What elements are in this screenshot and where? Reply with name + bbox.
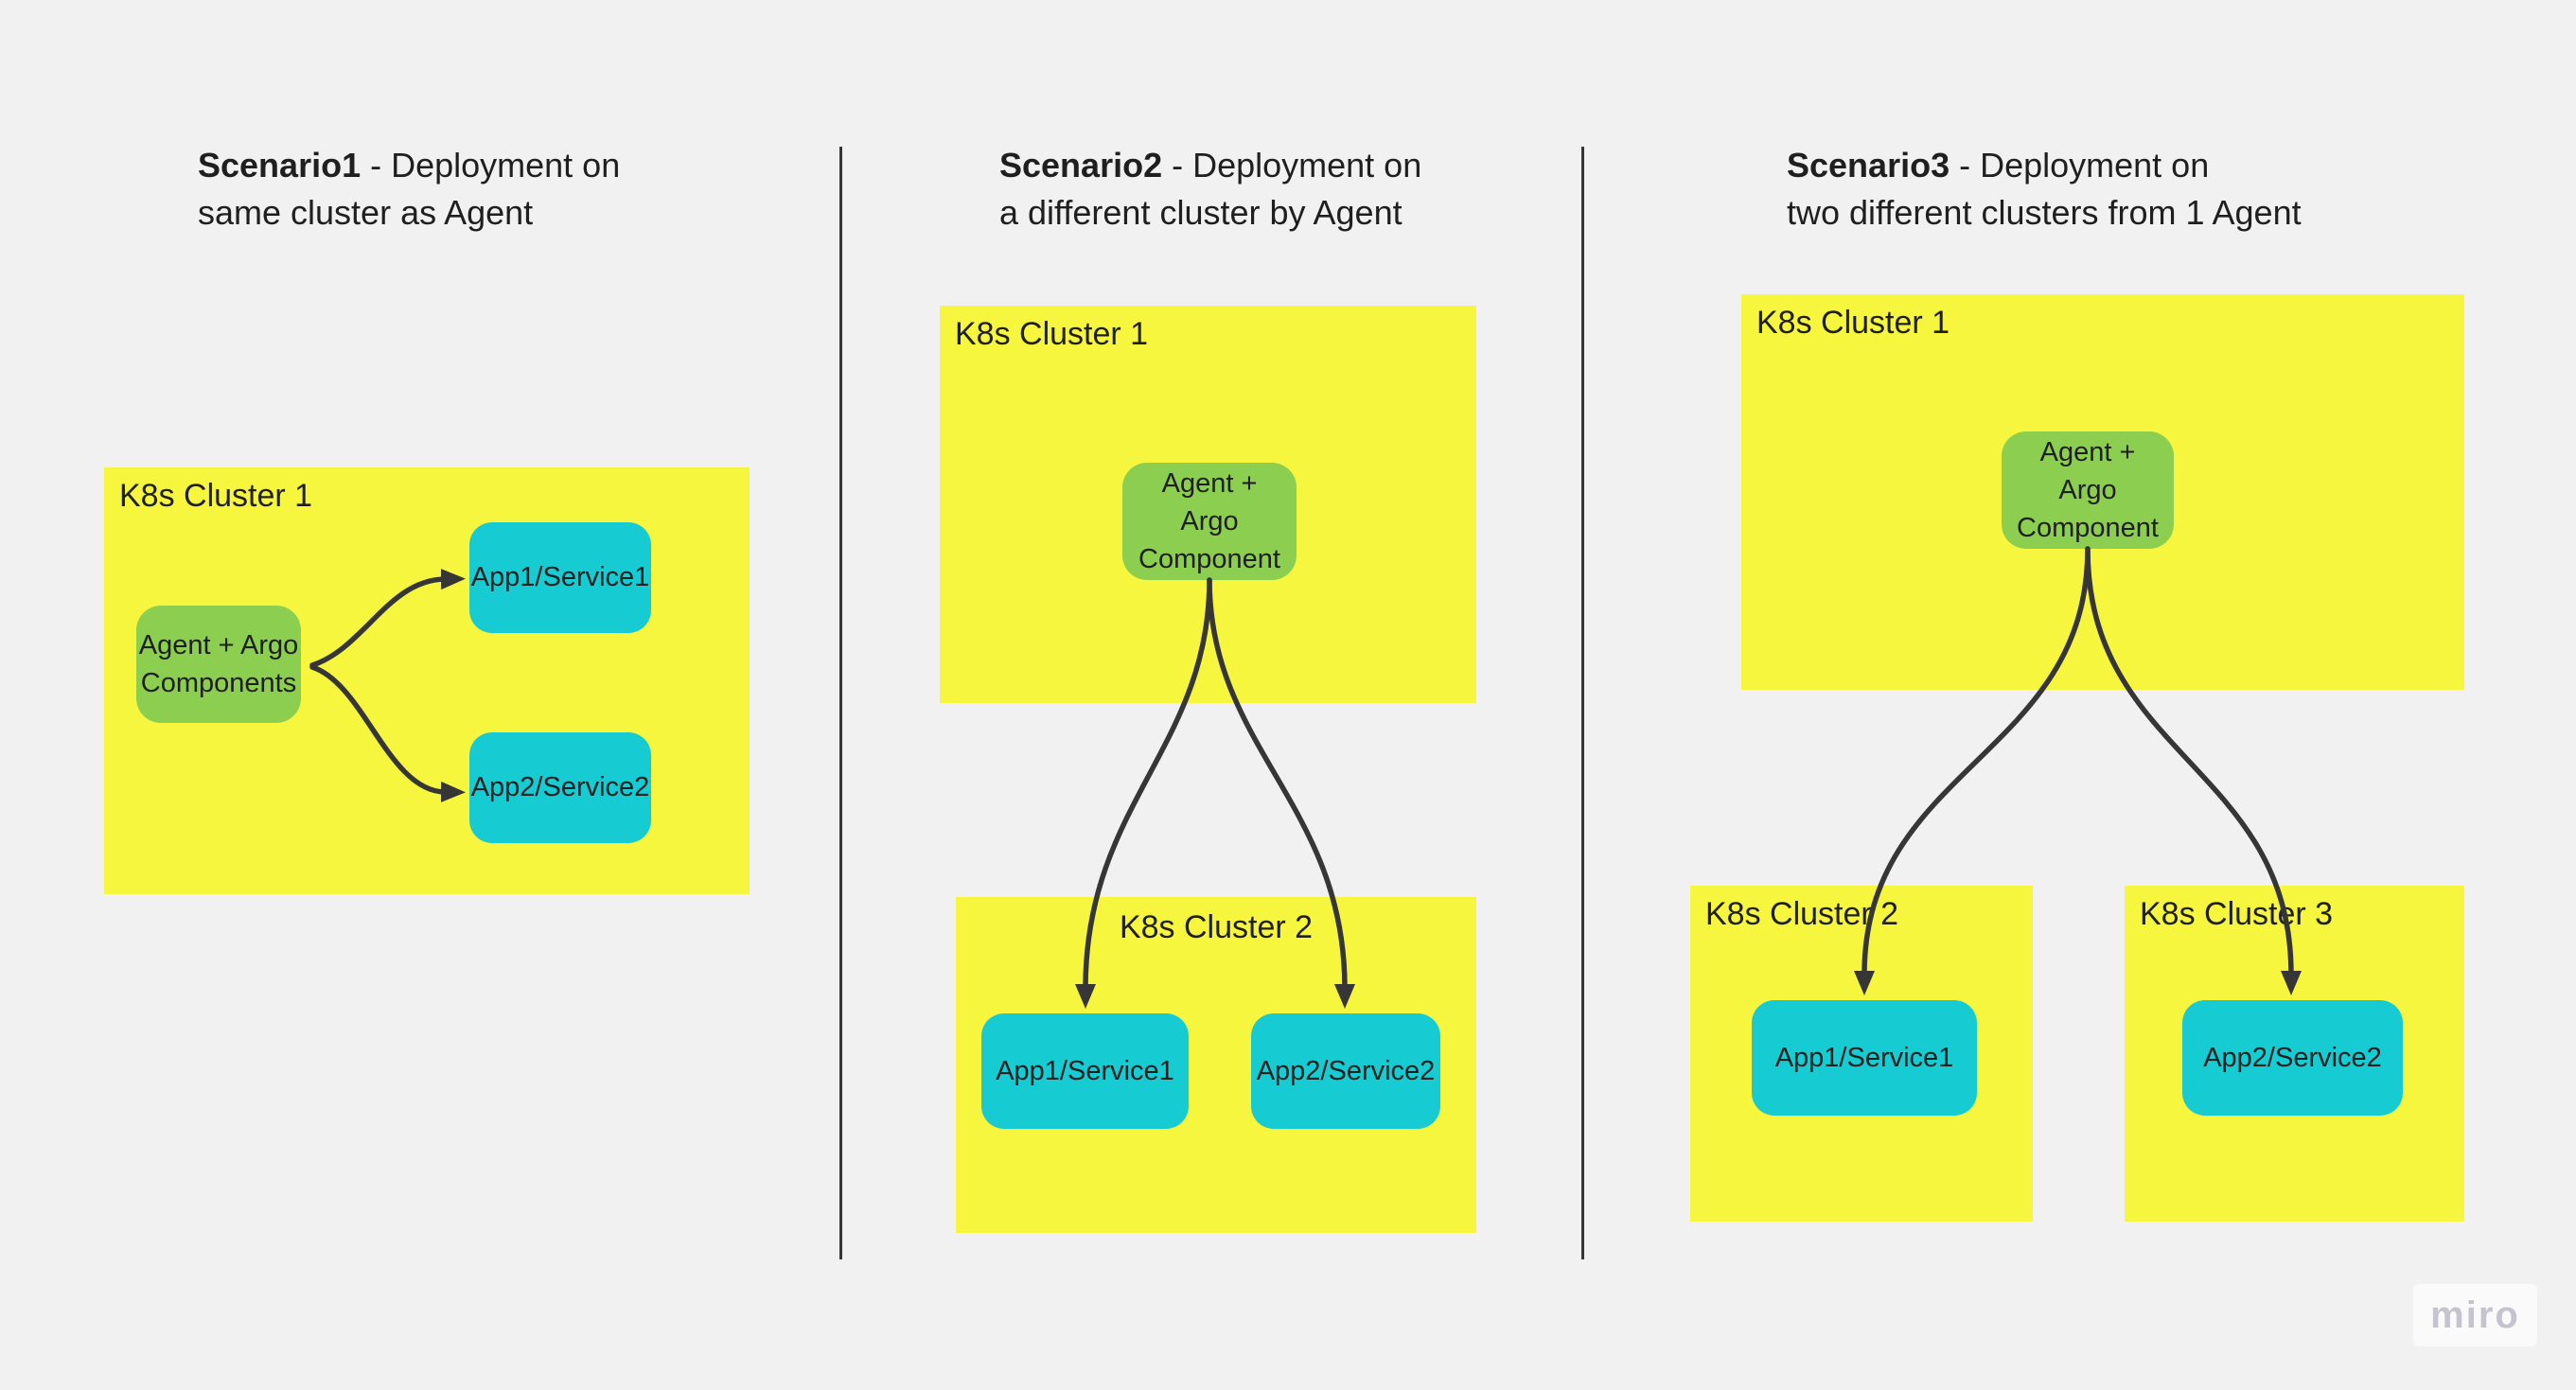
s2-app1-service1-box[interactable]: App1/Service1: [981, 1013, 1189, 1129]
s2-app1-service1-label: App1/Service1: [996, 1055, 1174, 1086]
scenario1-title-rest: - Deployment on same cluster as Agent: [198, 146, 621, 232]
s3-k8s-cluster1-label: K8s Cluster 1: [1756, 305, 1950, 341]
scenario3-title: Scenario3 - Deployment on two different …: [1787, 142, 2487, 237]
scenario3-title-rest: - Deployment on two different clusters f…: [1787, 146, 2302, 232]
s3-app2-service2-label: App2/Service2: [2203, 1042, 2382, 1073]
s2-agent-argo-label: Agent + Argo Component: [1138, 468, 1280, 574]
miro-logo-text: miro: [2430, 1293, 2520, 1336]
scenario3-title-bold: Scenario3: [1787, 146, 1950, 185]
s3-app1-service1-box[interactable]: App1/Service1: [1752, 1000, 1977, 1116]
s3-app2-service2-box[interactable]: App2/Service2: [2182, 1000, 2403, 1116]
s1-arrow-agent-to-app2[interactable]: [309, 664, 466, 802]
s2-k8s-cluster1-label: K8s Cluster 1: [955, 316, 1149, 352]
s2-arrow-agent-to-app1[interactable]: [1075, 577, 1212, 1009]
s2-agent-argo-box[interactable]: Agent + Argo Component: [1122, 463, 1297, 580]
s1-agent-argo-box[interactable]: Agent + Argo Components: [136, 606, 301, 723]
s1-k8s-cluster1-label: K8s Cluster 1: [119, 478, 313, 514]
s1-app2-service2-box[interactable]: App2/Service2: [469, 732, 651, 843]
s1-app1-service1-box[interactable]: App1/Service1: [469, 522, 651, 633]
miro-watermark: miro: [2413, 1284, 2537, 1346]
s3-app1-service1-label: App1/Service1: [1774, 1042, 1954, 1073]
scenario1-title-bold: Scenario1: [198, 146, 362, 185]
s1-agent-argo-label: Agent + Argo Components: [138, 630, 299, 698]
s2-app2-service2-box[interactable]: App2/Service2: [1251, 1013, 1440, 1129]
s3-arrow-agent-to-app2[interactable]: [2085, 546, 2302, 995]
column-divider-line[interactable]: [1581, 147, 1584, 1259]
scenario1-title: Scenario1 - Deployment on same cluster a…: [198, 142, 898, 237]
s1-app1-service1-label: App1/Service1: [470, 562, 650, 592]
s3-arrow-agent-to-app1[interactable]: [1854, 546, 2091, 995]
scenario2-title: Scenario2 - Deployment on a different cl…: [999, 142, 1700, 237]
column-divider-line[interactable]: [839, 147, 842, 1259]
s1-app2-service2-label: App2/Service2: [470, 772, 650, 802]
s3-k8s-cluster3-label: K8s Cluster 3: [2140, 896, 2334, 932]
s2-k8s-cluster2-label: K8s Cluster 2: [1119, 909, 1314, 945]
s3-agent-argo-label: Agent + Argo Component: [2017, 437, 2159, 543]
s3-agent-argo-box[interactable]: Agent + Argo Component: [2002, 431, 2174, 549]
s2-arrow-agent-to-app2[interactable]: [1207, 577, 1355, 1009]
s2-app2-service2-label: App2/Service2: [1256, 1055, 1436, 1086]
s1-arrow-agent-to-app1[interactable]: [309, 569, 466, 668]
scenario2-title-bold: Scenario2: [999, 146, 1163, 185]
scenario2-title-rest: - Deployment on a different cluster by A…: [999, 146, 1422, 232]
